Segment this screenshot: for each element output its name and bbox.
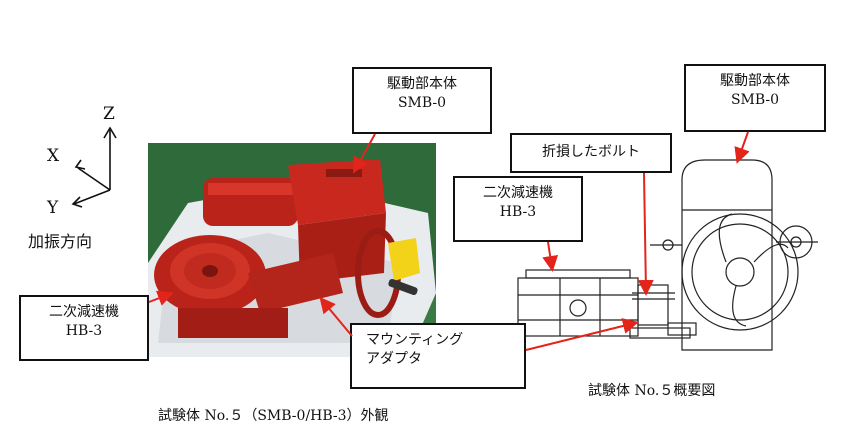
reducer-label-right: 二次減速機 HB-3 (453, 176, 583, 242)
broken-bolt-label: 折損したボルト (510, 133, 672, 173)
axis-x-label: X (47, 146, 60, 166)
vibration-direction-caption: 加振方向 (28, 232, 93, 251)
reducer-label-left: 二次減速機 HB-3 (19, 295, 149, 361)
drive-body-label-left: 駆動部本体 SMB-0 (352, 67, 492, 134)
axis-indicator (71, 126, 117, 208)
axis-y-label: Y (47, 198, 59, 218)
actuator-photo (148, 143, 436, 357)
mounting-adapter-label: マウンティング アダプタ (350, 323, 526, 389)
axis-z-label: Z (103, 104, 115, 124)
photo-caption: 試験体 No.５（SMB-0/HB-3）外観 (158, 408, 389, 424)
schematic-caption: 試験体 No.５概要図 (588, 383, 716, 399)
drive-body-label-right: 駆動部本体 SMB-0 (684, 64, 826, 132)
schematic-drawing (517, 159, 818, 351)
